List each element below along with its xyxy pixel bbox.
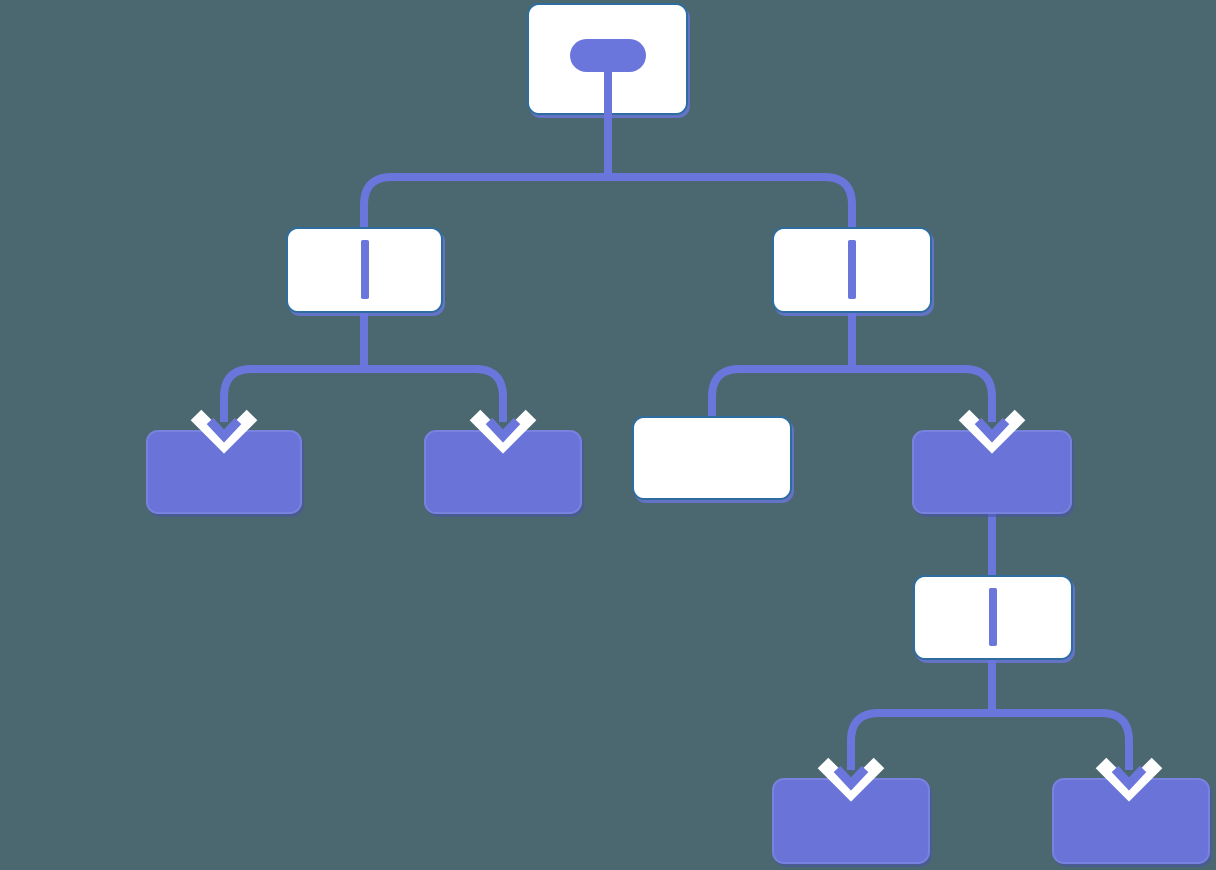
node-branch-bottom[interactable]	[913, 575, 1073, 660]
vertical-divider-icon	[989, 588, 997, 646]
root-pill-icon	[569, 39, 646, 72]
vertical-divider-icon	[360, 240, 369, 299]
arrow-drop-icon	[469, 405, 537, 454]
node-root[interactable]	[527, 3, 688, 115]
node-leaf-c[interactable]	[632, 416, 792, 500]
connector-root-to-branches	[360, 173, 856, 232]
connector-branch-right-to-children	[708, 365, 996, 420]
arrow-drop-icon	[817, 753, 885, 802]
root-stem-icon	[603, 63, 612, 115]
vertical-divider-icon	[848, 240, 856, 299]
arrow-drop-icon	[190, 405, 258, 454]
arrow-drop-icon	[958, 405, 1026, 454]
connector-branch-bottom-to-leaves	[847, 709, 1133, 760]
node-leaf-f[interactable]	[1052, 778, 1210, 864]
connector-branch-left-to-leaves	[220, 365, 507, 412]
node-d[interactable]	[912, 430, 1072, 514]
arrow-drop-icon	[1095, 753, 1163, 802]
node-branch-left[interactable]	[286, 227, 443, 313]
node-branch-right[interactable]	[772, 227, 932, 313]
